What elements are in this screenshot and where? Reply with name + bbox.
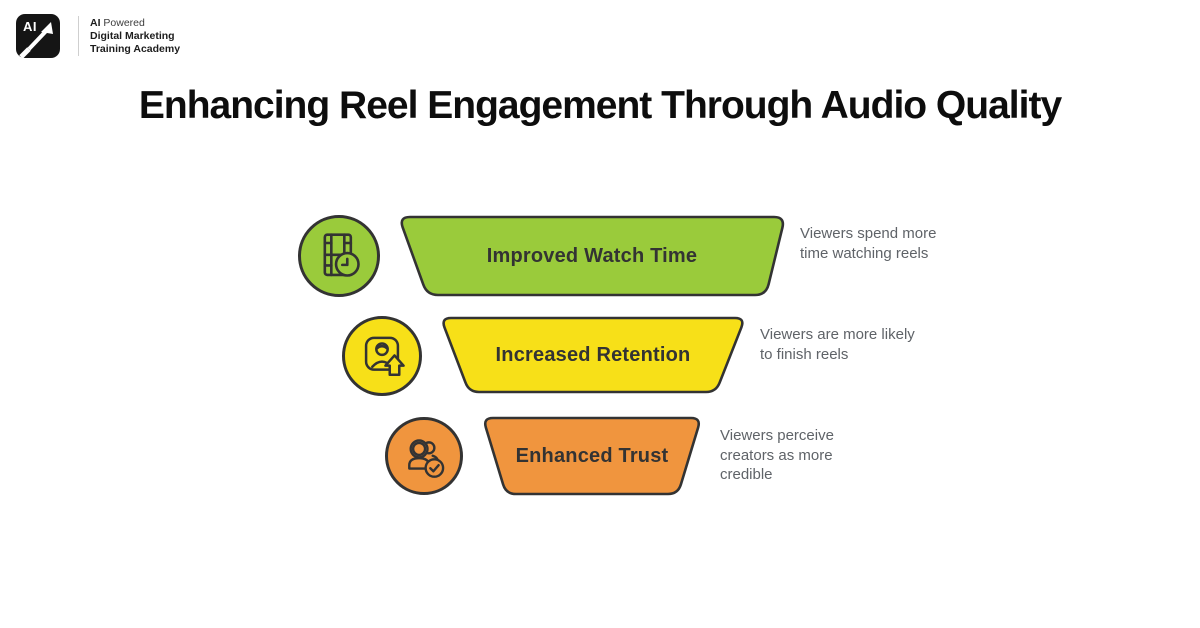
brand-tagline-line2: Digital Marketing bbox=[90, 29, 175, 42]
brand-mark-text: AI bbox=[23, 19, 37, 34]
film-clock-icon bbox=[298, 215, 380, 297]
brand-logo-mark: AI bbox=[16, 14, 60, 58]
funnel-label-retention: Increased Retention bbox=[495, 343, 691, 366]
brand-logo: AI AI Powered Digital Marketing Training… bbox=[16, 14, 180, 58]
brand-tagline: AI Powered Digital Marketing Training Ac… bbox=[90, 17, 180, 56]
page-title: Enhancing Reel Engagement Through Audio … bbox=[138, 84, 1062, 127]
growth-arrow-icon bbox=[19, 22, 53, 58]
funnel-label-trust: Enhanced Trust bbox=[515, 444, 669, 467]
profile-upload-icon bbox=[342, 316, 422, 396]
brand-tagline-line1: AI Powered bbox=[90, 16, 145, 29]
users-check-icon bbox=[385, 417, 463, 495]
funnel-label-watch-time: Improved Watch Time bbox=[486, 244, 698, 267]
brand-tagline-line3: Training Academy bbox=[90, 42, 181, 55]
brand-divider bbox=[78, 16, 79, 56]
